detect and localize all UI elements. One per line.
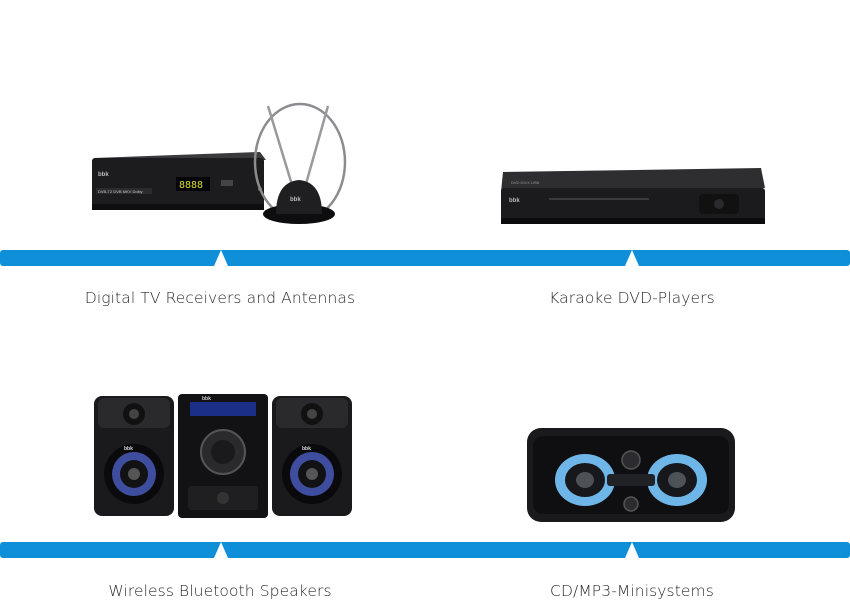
accent-bar — [0, 542, 425, 558]
bluetooth-speaker-image: bbk bbk bbk — [94, 394, 352, 518]
bar-notch — [625, 542, 639, 558]
category-tile-tv-receivers[interactable]: bbk DVB-T2 DVB MKV Dolby 8888 bbk Digita… — [0, 0, 425, 320]
category-label[interactable]: Wireless Bluetooth Speakers — [108, 582, 332, 600]
svg-text:bbk: bbk — [290, 197, 301, 203]
bar-notch — [214, 542, 228, 558]
svg-text:bbk: bbk — [98, 172, 109, 178]
dvd-player-image: bbk DVD DIVX USB — [501, 168, 765, 224]
svg-text:8888: 8888 — [179, 180, 203, 191]
svg-text:DVD DIVX USB: DVD DIVX USB — [511, 180, 540, 185]
category-label[interactable]: Karaoke DVD-Players — [549, 289, 715, 307]
svg-text:DVB-T2 DVB MKV Dolby: DVB-T2 DVB MKV Dolby — [98, 189, 143, 194]
minisystem-image — [527, 428, 735, 522]
svg-text:bbk: bbk — [202, 396, 211, 402]
bar-notch — [625, 250, 639, 266]
category-tile-minisystems[interactable]: CD/MP3-Minisystems — [425, 320, 850, 600]
category-tile-bluetooth-speakers[interactable]: bbk bbk bbk Wireless Bluetooth Speakers — [0, 320, 425, 600]
tv-receiver-antenna-image: bbk DVB-T2 DVB MKV Dolby 8888 bbk — [92, 102, 347, 224]
svg-text:bbk: bbk — [302, 446, 311, 452]
category-tile-dvd-players[interactable]: bbk DVD DIVX USB Karaoke DVD-Players — [425, 0, 850, 320]
accent-bar — [425, 542, 850, 558]
category-label[interactable]: CD/MP3-Minisystems — [550, 582, 714, 600]
accent-bar — [425, 250, 850, 266]
accent-bar — [0, 250, 425, 266]
category-label[interactable]: Digital TV Receivers and Antennas — [84, 289, 356, 307]
svg-text:bbk: bbk — [509, 198, 520, 204]
bar-notch — [214, 250, 228, 266]
svg-text:bbk: bbk — [124, 446, 133, 452]
